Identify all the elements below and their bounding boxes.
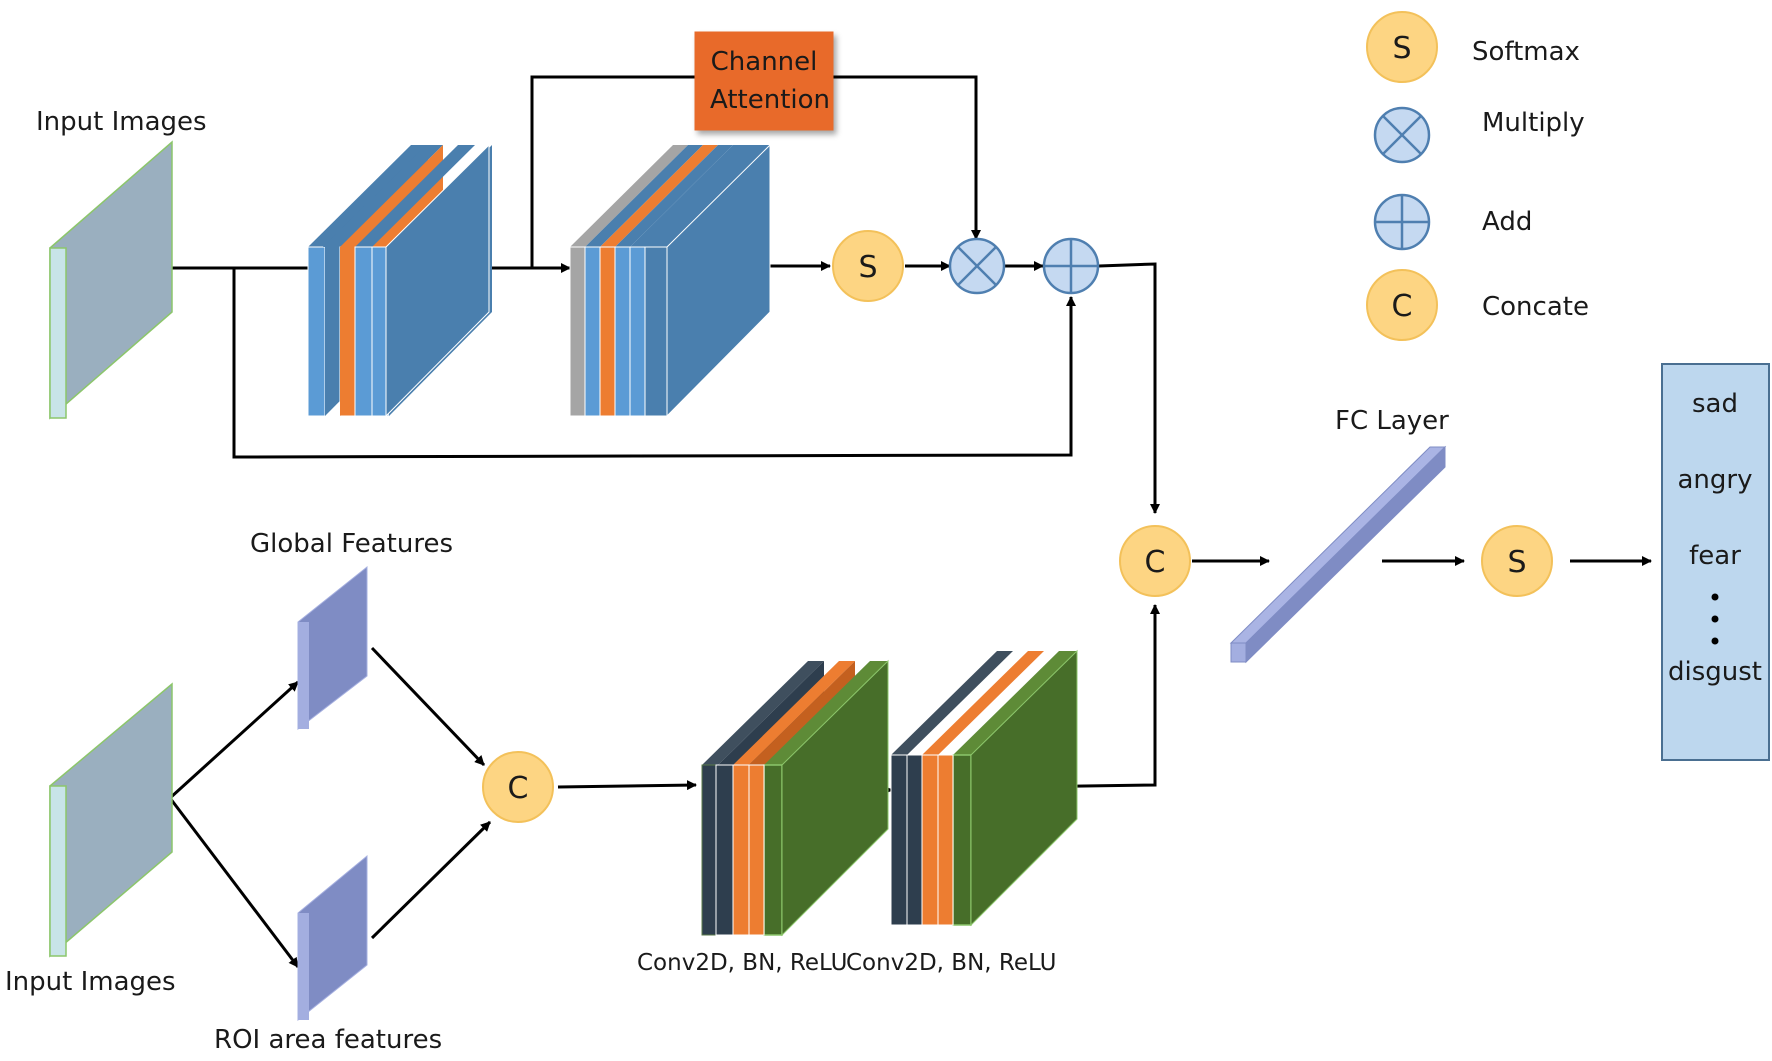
fusion-concat-node <box>1119 525 1191 597</box>
legend-concat-symbol: C <box>1392 289 1413 324</box>
output-class-sad: sad <box>1692 389 1738 419</box>
bottom-concat-node <box>482 751 554 823</box>
global-features-block <box>297 565 368 731</box>
legend-concat-icon <box>1366 269 1438 341</box>
bottom-input-images <box>49 682 173 958</box>
multiply-icon <box>948 237 1006 295</box>
bottom-concat-symbol: C <box>508 771 529 806</box>
legend-multiply-label: Multiply <box>1482 108 1585 138</box>
legend: S Softmax Multiply Add C Concate <box>1366 11 1589 341</box>
legend-softmax-icon <box>1366 11 1438 83</box>
channel-attention-box <box>694 31 834 131</box>
legend-concat-label: Concate <box>1482 292 1589 322</box>
top-input-label: Input Images <box>36 107 207 137</box>
conv-block-bottom-1 <box>701 659 889 937</box>
conv-label-2: Conv2D, BN, ReLU <box>846 950 1057 976</box>
arrow-input-to-global <box>168 680 300 800</box>
attention-branch-line <box>530 75 695 268</box>
output-class-fear: fear <box>1689 541 1741 571</box>
legend-add-label: Add <box>1482 207 1532 237</box>
top-conv-block-2 <box>569 143 771 418</box>
conv-block-bottom-2 <box>890 649 1078 927</box>
top-softmax-symbol: S <box>858 250 877 285</box>
fusion-softmax-node <box>1481 525 1553 597</box>
arrow-add-to-concat <box>1098 262 1160 514</box>
residual-skip-line <box>232 268 1076 459</box>
attention-label-line1: Channel <box>711 47 818 77</box>
legend-softmax-label: Softmax <box>1472 37 1580 67</box>
roi-features-block <box>297 854 368 1022</box>
fusion-softmax-symbol: S <box>1507 545 1526 580</box>
arrow-global-to-concat <box>370 646 486 767</box>
fc-layer-bar <box>1229 445 1447 664</box>
top-input-images <box>49 140 173 420</box>
legend-multiply-icon <box>1373 106 1431 164</box>
top-softmax-node <box>832 230 904 302</box>
arrow-concat-to-convblock1 <box>557 780 697 791</box>
attention-label-line2: Attention <box>710 85 830 115</box>
roi-features-label: ROI area features <box>214 1025 442 1055</box>
output-class-disgust: disgust <box>1668 657 1762 687</box>
arrow-attention-to-multiply <box>832 75 981 240</box>
global-features-label: Global Features <box>250 529 453 559</box>
fusion-concat-symbol: C <box>1145 545 1166 580</box>
arrow-roi-to-concat <box>370 820 492 940</box>
legend-add-icon <box>1373 193 1431 251</box>
top-conv-block-1 <box>307 143 492 418</box>
bottom-input-label: Input Images <box>5 967 176 997</box>
legend-softmax-symbol: S <box>1392 31 1411 66</box>
ellipsis-dots <box>1711 593 1719 645</box>
fc-layer-label: FC Layer <box>1335 406 1449 436</box>
output-class-angry: angry <box>1678 465 1753 495</box>
arrow-input-to-roi <box>168 797 300 968</box>
output-classes-box <box>1661 363 1770 761</box>
conv-label-1: Conv2D, BN, ReLU <box>637 950 848 976</box>
connectors <box>160 75 1652 968</box>
add-icon <box>1042 237 1100 295</box>
